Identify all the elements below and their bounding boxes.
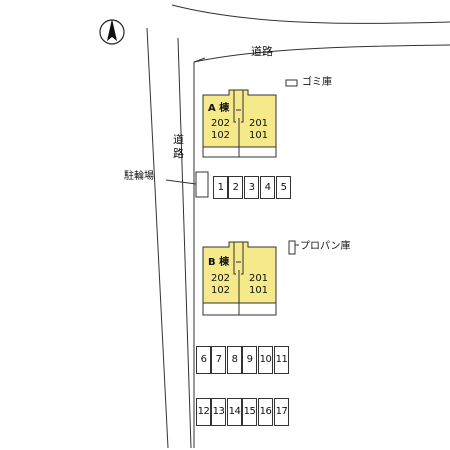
building-b-unit-102: 102 bbox=[210, 285, 231, 296]
building-b-unit-201: 201 bbox=[248, 273, 269, 284]
parking-space: 14 bbox=[227, 398, 242, 426]
parking-space: 15 bbox=[242, 398, 257, 426]
parking-space: 13 bbox=[211, 398, 226, 426]
propane-shed bbox=[288, 240, 296, 255]
west-road-label-2: 路 bbox=[173, 147, 184, 160]
propane-shed-label: プロパン庫 bbox=[300, 241, 351, 252]
parking-space: 17 bbox=[274, 398, 289, 426]
west-road-label-1: 道 bbox=[173, 133, 184, 146]
parking-space: 16 bbox=[258, 398, 273, 426]
parking-space: 11 bbox=[274, 346, 289, 374]
parking-space: 3 bbox=[244, 176, 259, 199]
building-b-unit-101: 101 bbox=[248, 285, 269, 296]
parking-space: 10 bbox=[258, 346, 273, 374]
parking-space: 6 bbox=[196, 346, 211, 374]
west-road-edge-right bbox=[177, 37, 192, 449]
building-a-name: A 棟 bbox=[208, 103, 230, 114]
building-b bbox=[202, 241, 277, 316]
north-road-edge-bottom bbox=[193, 44, 450, 63]
parking-space: 5 bbox=[276, 176, 291, 199]
building-a-unit-102: 102 bbox=[210, 130, 231, 141]
parking-space: 4 bbox=[260, 176, 275, 199]
parking-space: 7 bbox=[211, 346, 226, 374]
parking-space: 9 bbox=[242, 346, 257, 374]
garbage-shed bbox=[285, 79, 298, 87]
north-road-edge-top bbox=[171, 4, 450, 24]
building-b-name: B 棟 bbox=[208, 257, 230, 268]
parking-space: 8 bbox=[227, 346, 242, 374]
bicycle-parking-label: 駐輪場 bbox=[124, 171, 154, 182]
building-a bbox=[202, 89, 277, 158]
building-a-unit-101: 101 bbox=[248, 130, 269, 141]
garbage-shed-label: ゴミ庫 bbox=[302, 77, 332, 88]
parking-space: 2 bbox=[228, 176, 243, 199]
bicycle-parking-area bbox=[195, 171, 209, 198]
building-a-unit-201: 201 bbox=[248, 118, 269, 129]
north-road-label: 道路 bbox=[251, 45, 273, 58]
building-b-unit-202: 202 bbox=[210, 273, 231, 284]
north-arrow-icon bbox=[99, 19, 125, 45]
building-a-unit-202: 202 bbox=[210, 118, 231, 129]
parking-space: 1 bbox=[213, 176, 228, 199]
west-road-edge-left bbox=[146, 27, 169, 449]
parking-space: 12 bbox=[196, 398, 211, 426]
